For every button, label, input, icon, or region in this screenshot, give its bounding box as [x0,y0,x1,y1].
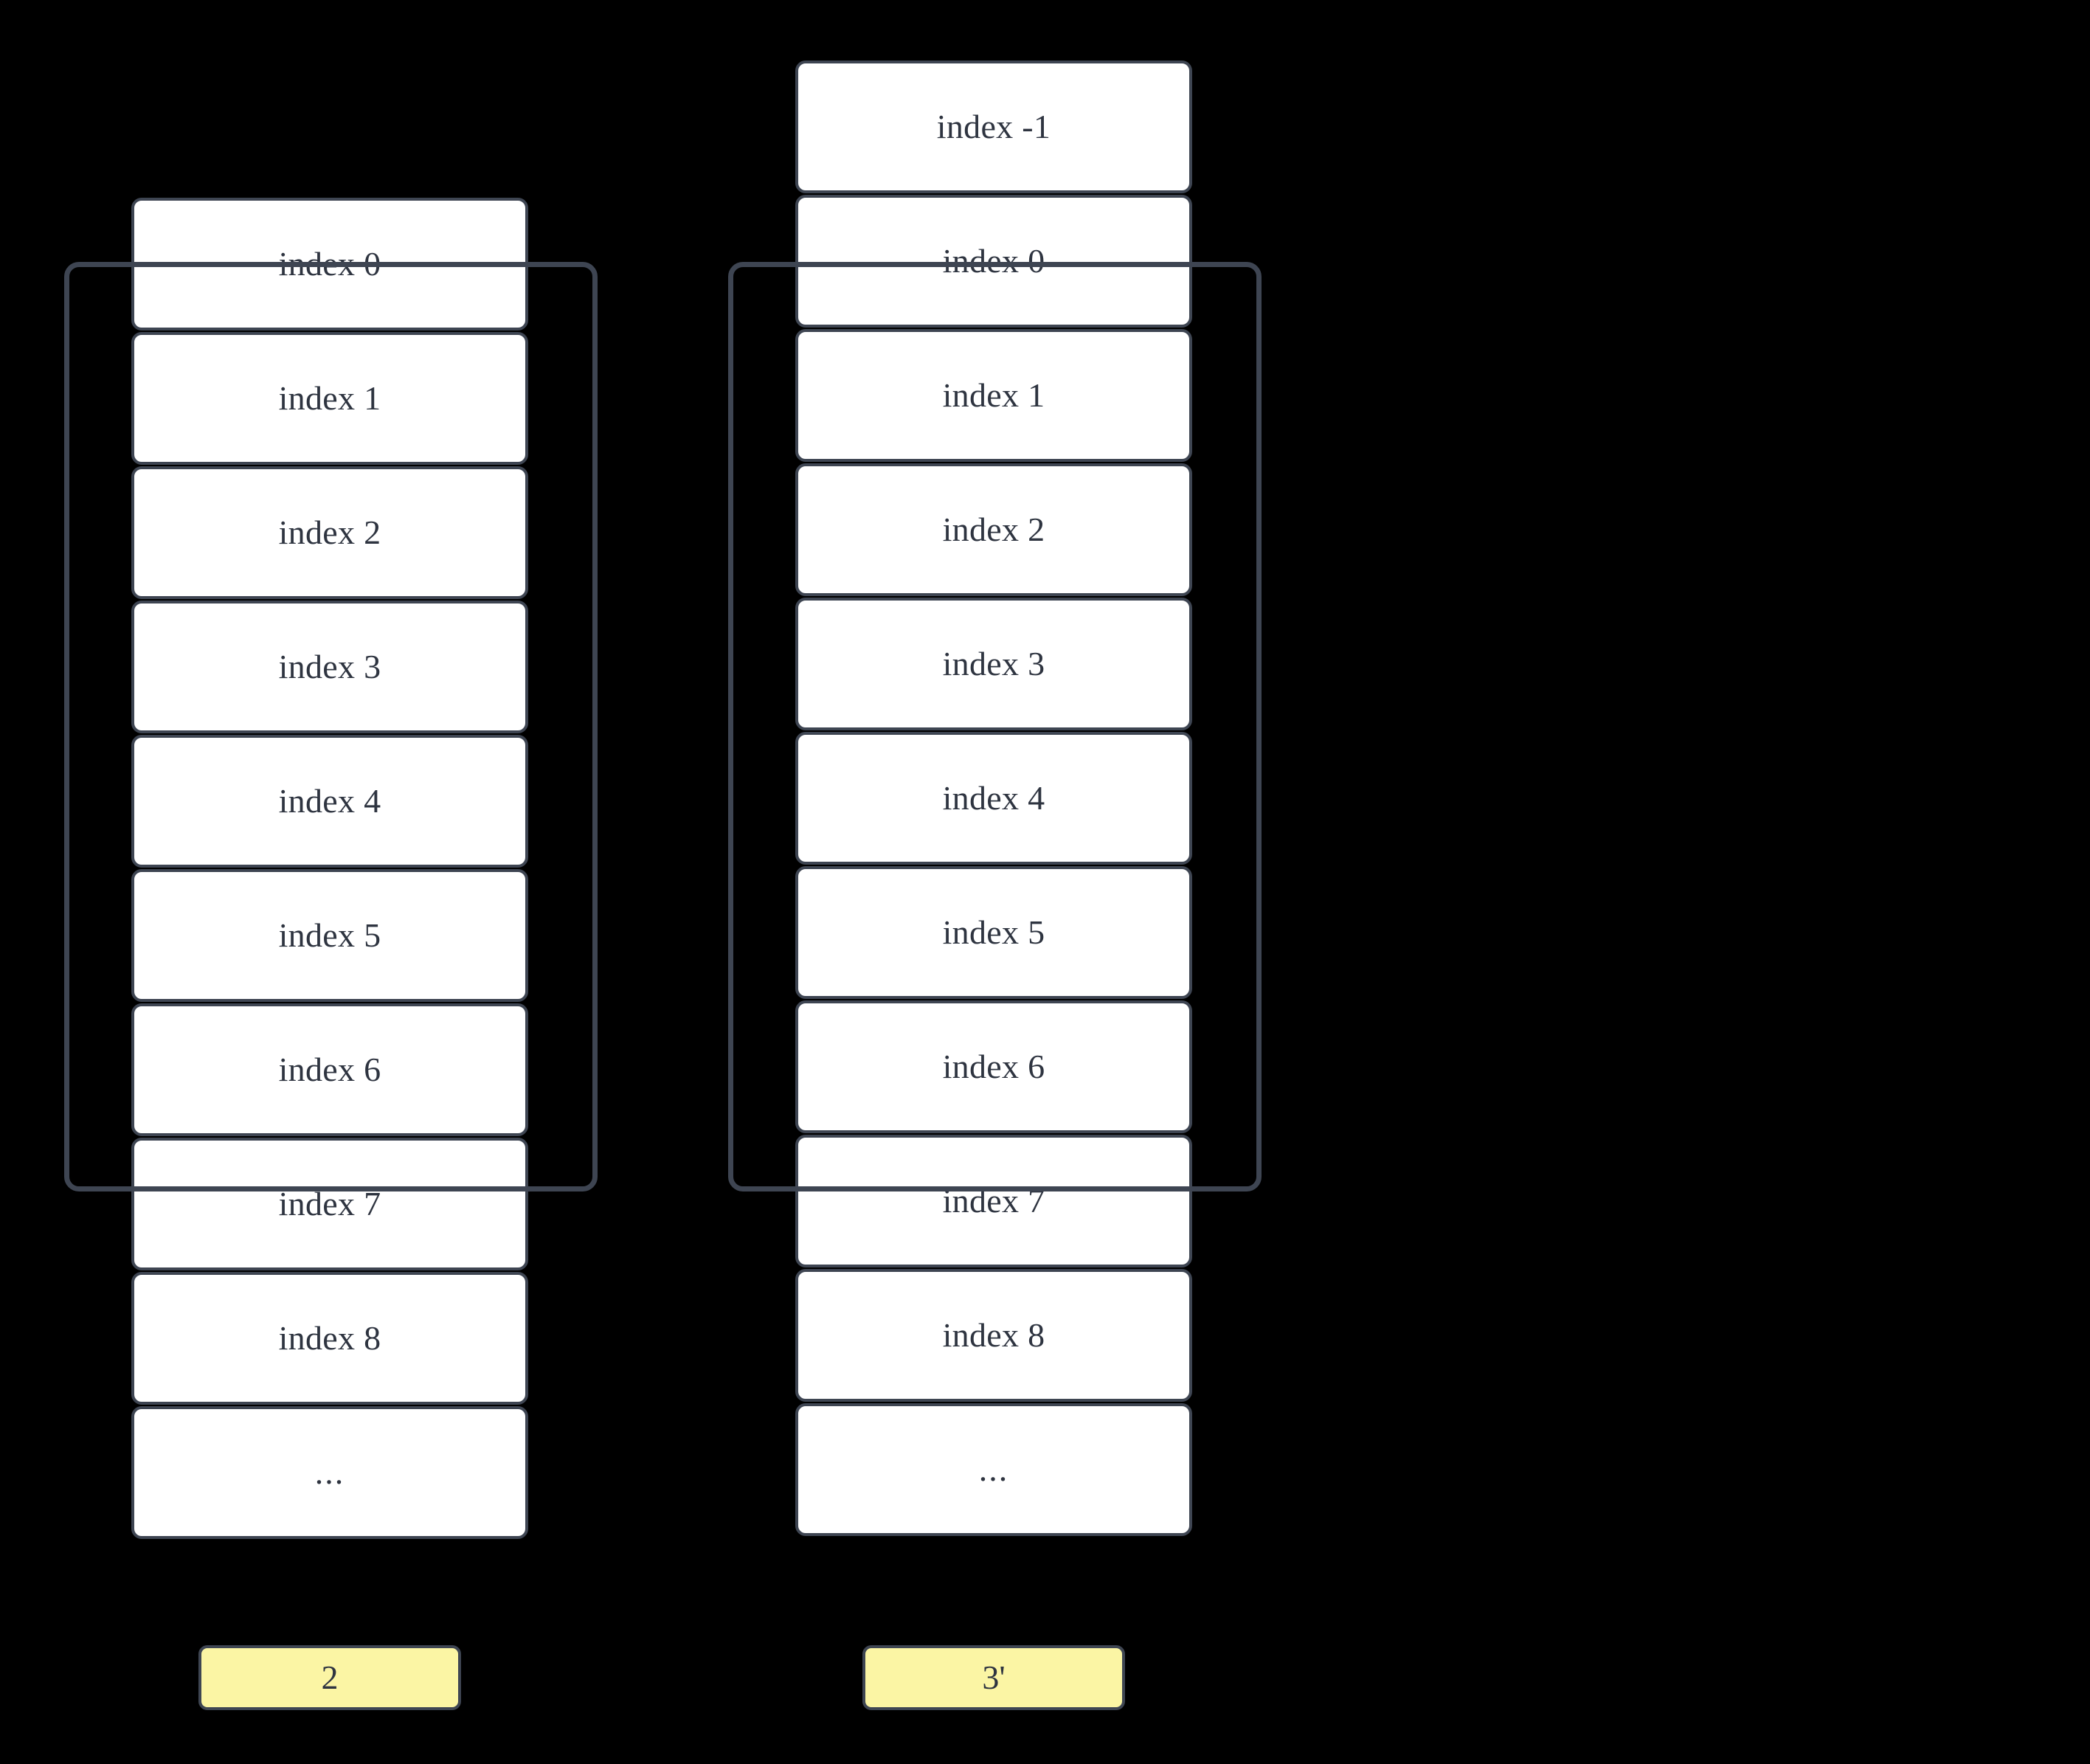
left-column-cell: ... [131,1406,528,1539]
right-column-cell: index 6 [795,1000,1192,1133]
left-column-cell: index 3 [131,601,528,733]
right-column-cell: index 0 [795,195,1192,328]
right-column-cell: index 3 [795,598,1192,730]
left-column-cell: index 5 [131,869,528,1002]
left-column-cell: index 7 [131,1138,528,1270]
right-column-cell: index 8 [795,1269,1192,1402]
right-column-cell: index 2 [795,463,1192,596]
left-column-cell: index 1 [131,332,528,465]
right-column-tag[interactable]: 3' [862,1645,1125,1710]
left-column-tag[interactable]: 2 [198,1645,461,1710]
left-column-cell: index 4 [131,735,528,868]
right-column-cell: index 5 [795,866,1192,999]
left-column-cell: index 8 [131,1272,528,1405]
left-column-cell: index 2 [131,466,528,599]
right-column-cell: index 7 [795,1135,1192,1267]
right-column-cell: ... [795,1403,1192,1536]
left-column-cell: index 0 [131,198,528,331]
right-column-cell: index -1 [795,60,1192,193]
left-column-cell: index 6 [131,1003,528,1136]
right-column-cell: index 1 [795,329,1192,462]
right-column-cell: index 4 [795,732,1192,865]
